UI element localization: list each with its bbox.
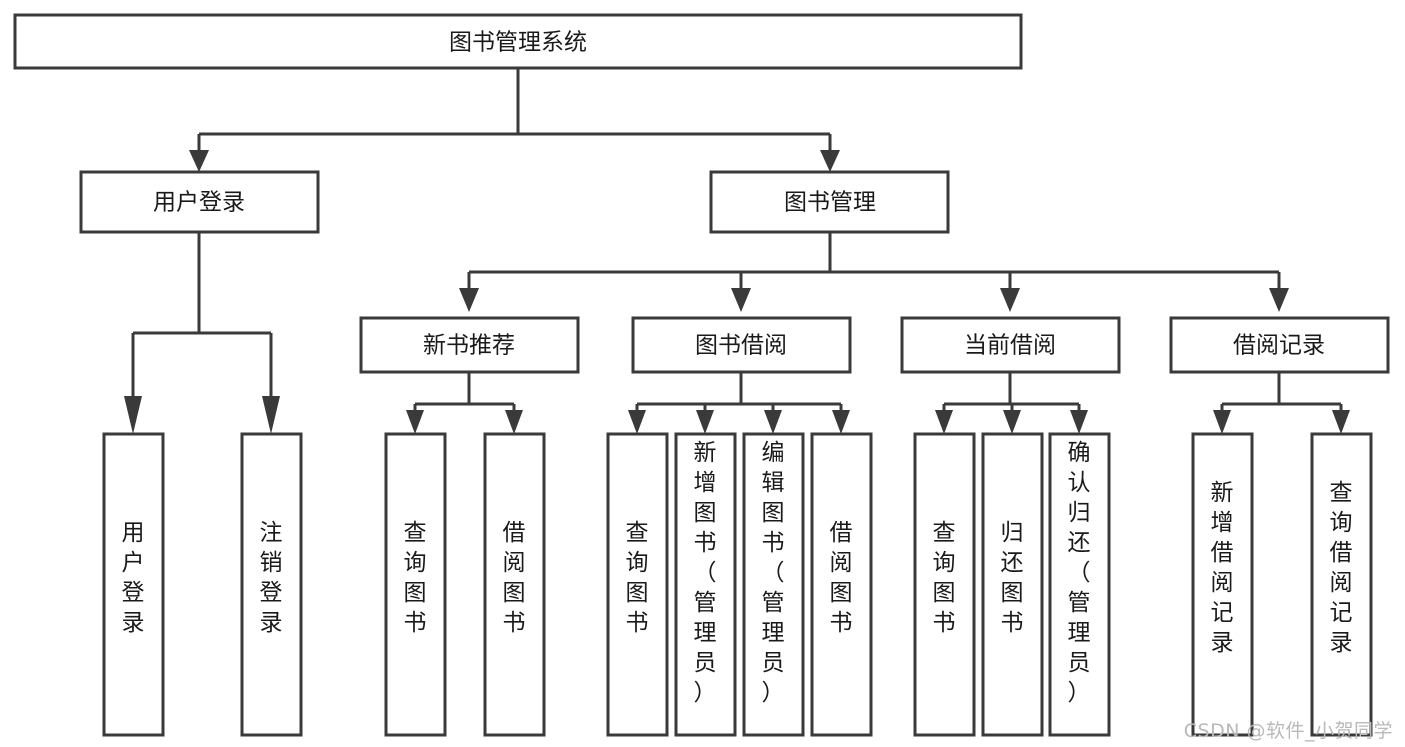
node-borrow-record-box[interactable] <box>1169 316 1390 374</box>
node-root[interactable]: 图书管理系统 <box>13 13 1023 70</box>
arrowhead-leaf-borrow-book-2 <box>832 410 850 434</box>
node-leaf-add-book-box[interactable] <box>674 432 737 737</box>
arrowhead-leaf-query-book-3 <box>935 410 953 434</box>
node-leaf-query-book-3-box[interactable] <box>913 432 976 737</box>
node-leaf-add-record[interactable]: 新增借阅记录 <box>1191 432 1254 737</box>
edge-newbook-to-bar <box>413 372 516 412</box>
csdn-watermark: CSDN @软件_小贺同学 <box>1183 720 1393 742</box>
edge-root-to-bar <box>197 68 832 152</box>
node-book-borrow[interactable]: 图书借阅 <box>631 316 852 374</box>
node-book-borrow-box[interactable] <box>631 316 852 374</box>
node-leaf-user-login-box[interactable] <box>102 432 165 737</box>
arrowhead-leaf-return-book <box>1003 410 1021 434</box>
node-leaf-add-book-label: 新增图书（管理员） <box>694 440 717 706</box>
node-leaf-query-book-3[interactable]: 查询图书 <box>913 432 976 737</box>
node-book-borrow-label: 图书借阅 <box>695 333 787 359</box>
arrowhead-leaf-query-book-2 <box>628 410 646 434</box>
arrowhead-leaf-query-record <box>1332 410 1350 434</box>
arrowhead-leaf-user-logout <box>262 396 280 434</box>
node-book-management-box[interactable] <box>709 170 950 234</box>
node-leaf-query-book-1-label: 查询图书 <box>404 520 427 636</box>
node-user-login[interactable]: 用户登录 <box>79 170 320 234</box>
node-leaf-user-login[interactable]: 用户登录 <box>102 432 165 737</box>
node-leaf-return-book-box[interactable] <box>981 432 1044 737</box>
node-leaf-add-book[interactable]: 新增图书（管理员） <box>674 432 737 737</box>
node-leaf-return-book-label: 归还图书 <box>1001 520 1024 636</box>
node-new-book-recommend-box[interactable] <box>359 316 580 374</box>
node-leaf-borrow-book-1[interactable]: 借阅图书 <box>483 432 546 737</box>
edge-bookborrow-to-bar <box>635 372 843 412</box>
node-leaf-query-book-3-label: 查询图书 <box>933 520 956 636</box>
node-leaf-borrow-book-1-label: 借阅图书 <box>503 520 526 636</box>
node-user-login-label: 用户登录 <box>153 190 245 216</box>
node-leaf-add-record-label: 新增借阅记录 <box>1211 480 1234 656</box>
arrowhead-book-borrow <box>731 288 751 312</box>
arrowhead-leaf-user-login <box>124 396 142 434</box>
arrowhead-leaf-add-record <box>1213 410 1231 434</box>
node-root-box[interactable] <box>13 13 1023 70</box>
node-user-login-box[interactable] <box>79 170 320 234</box>
node-leaf-edit-book-label: 编辑图书（管理员） <box>762 440 785 706</box>
node-leaf-query-record-label: 查询借阅记录 <box>1330 480 1353 656</box>
node-leaf-add-record-box[interactable] <box>1191 432 1254 737</box>
node-leaf-user-logout[interactable]: 注销登录 <box>240 432 303 737</box>
node-book-management-label: 图书管理 <box>784 190 876 216</box>
node-root-label: 图书管理系统 <box>449 30 587 56</box>
edge-borrowrecord-to-bar <box>1220 372 1343 412</box>
arrowhead-leaf-edit-book <box>764 410 782 434</box>
node-new-book-recommend-label: 新书推荐 <box>423 333 515 359</box>
node-book-management[interactable]: 图书管理 <box>709 170 950 234</box>
arrowhead-borrow-record <box>1269 288 1289 312</box>
node-borrow-record[interactable]: 借阅记录 <box>1169 316 1390 374</box>
node-leaf-user-login-label: 用户登录 <box>122 520 145 636</box>
node-leaf-borrow-book-1-box[interactable] <box>483 432 546 737</box>
node-leaf-confirm-return[interactable]: 确认归还（管理员） <box>1048 432 1111 737</box>
edge-bookmgmt-to-bar <box>467 232 1281 290</box>
arrowhead-leaf-add-book <box>696 410 714 434</box>
node-leaf-borrow-book-2-label: 借阅图书 <box>830 520 853 636</box>
edge-currentborrow-to-bar <box>942 372 1081 412</box>
arrowhead-current-borrow <box>1000 288 1020 312</box>
node-leaf-query-book-2-label: 查询图书 <box>626 520 649 636</box>
node-current-borrow-box[interactable] <box>900 316 1121 374</box>
arrowhead-new-book-recommend <box>459 288 479 312</box>
node-borrow-record-label: 借阅记录 <box>1233 333 1325 359</box>
node-leaf-query-record-box[interactable] <box>1310 432 1373 737</box>
node-leaf-query-book-1-box[interactable] <box>384 432 447 737</box>
node-current-borrow-label: 当前借阅 <box>964 333 1056 359</box>
node-leaf-confirm-return-label: 确认归还（管理员） <box>1068 440 1091 706</box>
node-leaf-confirm-return-box[interactable] <box>1048 432 1111 737</box>
node-leaf-return-book[interactable]: 归还图书 <box>981 432 1044 737</box>
node-leaf-edit-book-box[interactable] <box>742 432 805 737</box>
arrowhead-leaf-confirm-return <box>1070 410 1088 434</box>
arrowhead-user-login <box>189 150 209 172</box>
edge-userlogin-to-bar <box>131 232 273 398</box>
node-leaf-user-logout-label: 注销登录 <box>260 520 283 636</box>
arrowhead-leaf-borrow-book-1 <box>505 410 523 434</box>
node-leaf-borrow-book-2[interactable]: 借阅图书 <box>810 432 873 737</box>
node-leaf-user-logout-box[interactable] <box>240 432 303 737</box>
node-new-book-recommend[interactable]: 新书推荐 <box>359 316 580 374</box>
node-leaf-query-book-2-box[interactable] <box>606 432 669 737</box>
arrowhead-leaf-query-book-1 <box>406 410 424 434</box>
arrowhead-book-management <box>820 150 840 172</box>
node-leaf-edit-book[interactable]: 编辑图书（管理员） <box>742 432 805 737</box>
node-leaf-borrow-book-2-box[interactable] <box>810 432 873 737</box>
edges-layer <box>124 68 1350 434</box>
node-current-borrow[interactable]: 当前借阅 <box>900 316 1121 374</box>
node-leaf-query-book-1[interactable]: 查询图书 <box>384 432 447 737</box>
node-leaf-query-book-2[interactable]: 查询图书 <box>606 432 669 737</box>
node-leaf-query-record[interactable]: 查询借阅记录 <box>1310 432 1373 737</box>
